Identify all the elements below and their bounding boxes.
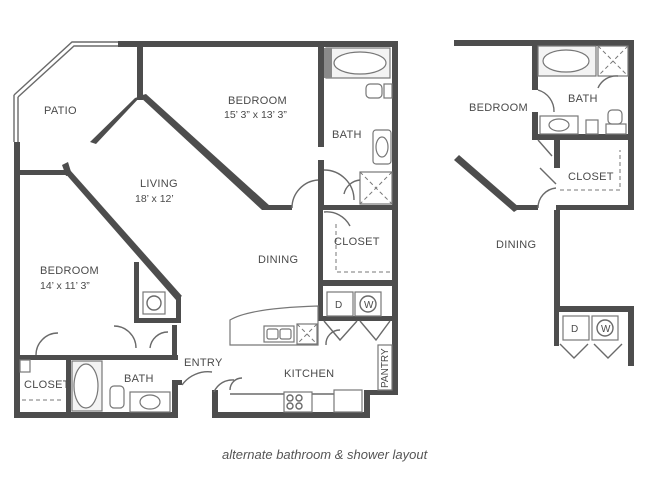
dining-label: DINING (258, 254, 298, 266)
closet1 (323, 211, 390, 273)
alt-bath-label: BATH (568, 93, 598, 105)
kitchen-label: KITCHEN (284, 368, 334, 380)
wall-bath2-east (172, 325, 177, 360)
laundry (318, 286, 396, 342)
water-heater (142, 291, 166, 315)
wall-wh-bottom (134, 318, 181, 323)
bath2-fixtures (71, 360, 171, 413)
alt-wall-bath-south (532, 134, 634, 140)
living-label: LIVING (140, 178, 178, 190)
wall-bath2-top (14, 355, 178, 360)
alt-bath-fixtures (537, 45, 629, 135)
alt-laundry (559, 315, 623, 359)
alt-door-closet (539, 167, 557, 185)
wall-closet2-east (66, 360, 71, 412)
alt-wall-diagonal-end (514, 205, 538, 210)
alt-closet-shelf (560, 150, 621, 191)
bath2-label: BATH (124, 373, 154, 385)
bedroom2-label: BEDROOM (40, 265, 99, 277)
alt-wall-laundry-left (554, 310, 559, 346)
wall-bed2-closet (134, 262, 139, 320)
alt-door-bath (537, 89, 555, 113)
alt-wall-dining (554, 210, 560, 310)
patio-walls (14, 45, 143, 176)
door-swing-bath2 (149, 331, 169, 349)
alt-dining-label: DINING (496, 239, 536, 251)
alt-wall-closet-south (556, 205, 634, 210)
door-swing-bed2 (113, 325, 137, 349)
wall-bed2-living (64, 170, 182, 300)
wall-wh (176, 296, 181, 322)
alt-door-bath-2 (537, 139, 553, 157)
alt-wall-bath-west (532, 44, 538, 90)
patio-railing (13, 41, 118, 142)
closet2-label: CLOSET (24, 379, 70, 391)
bath1-fixtures (323, 47, 393, 205)
patio-label: PATIO (44, 105, 77, 117)
bedroom1-label: BEDROOM (228, 95, 287, 107)
alt-dryer-label: D (571, 324, 578, 335)
dryer-label: D (335, 300, 342, 311)
alt-wall-right (628, 40, 634, 210)
wall-bath1-left (318, 160, 324, 210)
door-swing-entry (181, 371, 213, 386)
alt-bedroom-label: BEDROOM (469, 102, 528, 114)
alt-wall-laundry-right (628, 306, 634, 366)
alt-wall-laundry-top (554, 306, 634, 312)
kitchen-fixtures (229, 305, 393, 413)
door-swing-closet2 (35, 332, 59, 356)
door-swing-pantry-closet (213, 379, 235, 393)
bath1-label: BATH (332, 129, 362, 141)
alternate-floor-plan: BEDROOM BATH CLOSET DINING D W (454, 40, 634, 366)
entry-label: ENTRY (184, 357, 223, 369)
exterior-walls (14, 41, 398, 418)
bedroom2-dimensions: 14’ x 11’ 3” (40, 280, 90, 292)
main-floor-plan: PATIO BEDROOM 15’ 3” x 13’ 3” LIVING 18’… (13, 41, 398, 418)
wall-bed1-living (139, 94, 270, 210)
wall-bath1-south (318, 205, 396, 210)
wall-closet1-south (318, 280, 396, 286)
pantry-label: PANTRY (380, 348, 391, 388)
caption: alternate bathroom & shower layout (222, 447, 429, 462)
closet2-fixture (19, 359, 31, 373)
living-dimensions: 18’ x 12’ (135, 193, 174, 205)
wall-bath1-west (318, 47, 324, 147)
alt-wall-closet-west (554, 140, 560, 168)
alt-wall-bath-west-2 (532, 112, 538, 134)
washer-label: W (364, 300, 374, 311)
door-swing-bed1 (291, 179, 319, 209)
alt-wall-diagonal (454, 155, 520, 212)
alt-washer-label: W (601, 324, 611, 335)
bedroom1-dimensions: 15’ 3” x 13’ 3” (224, 109, 287, 121)
alt-closet-label: CLOSET (568, 171, 614, 183)
alt-door-bed (537, 187, 557, 209)
closet1-label: CLOSET (334, 236, 380, 248)
wall-bed1-bottom (262, 205, 292, 210)
alt-wall-top (454, 40, 634, 46)
wall-closet1-west (318, 210, 323, 285)
